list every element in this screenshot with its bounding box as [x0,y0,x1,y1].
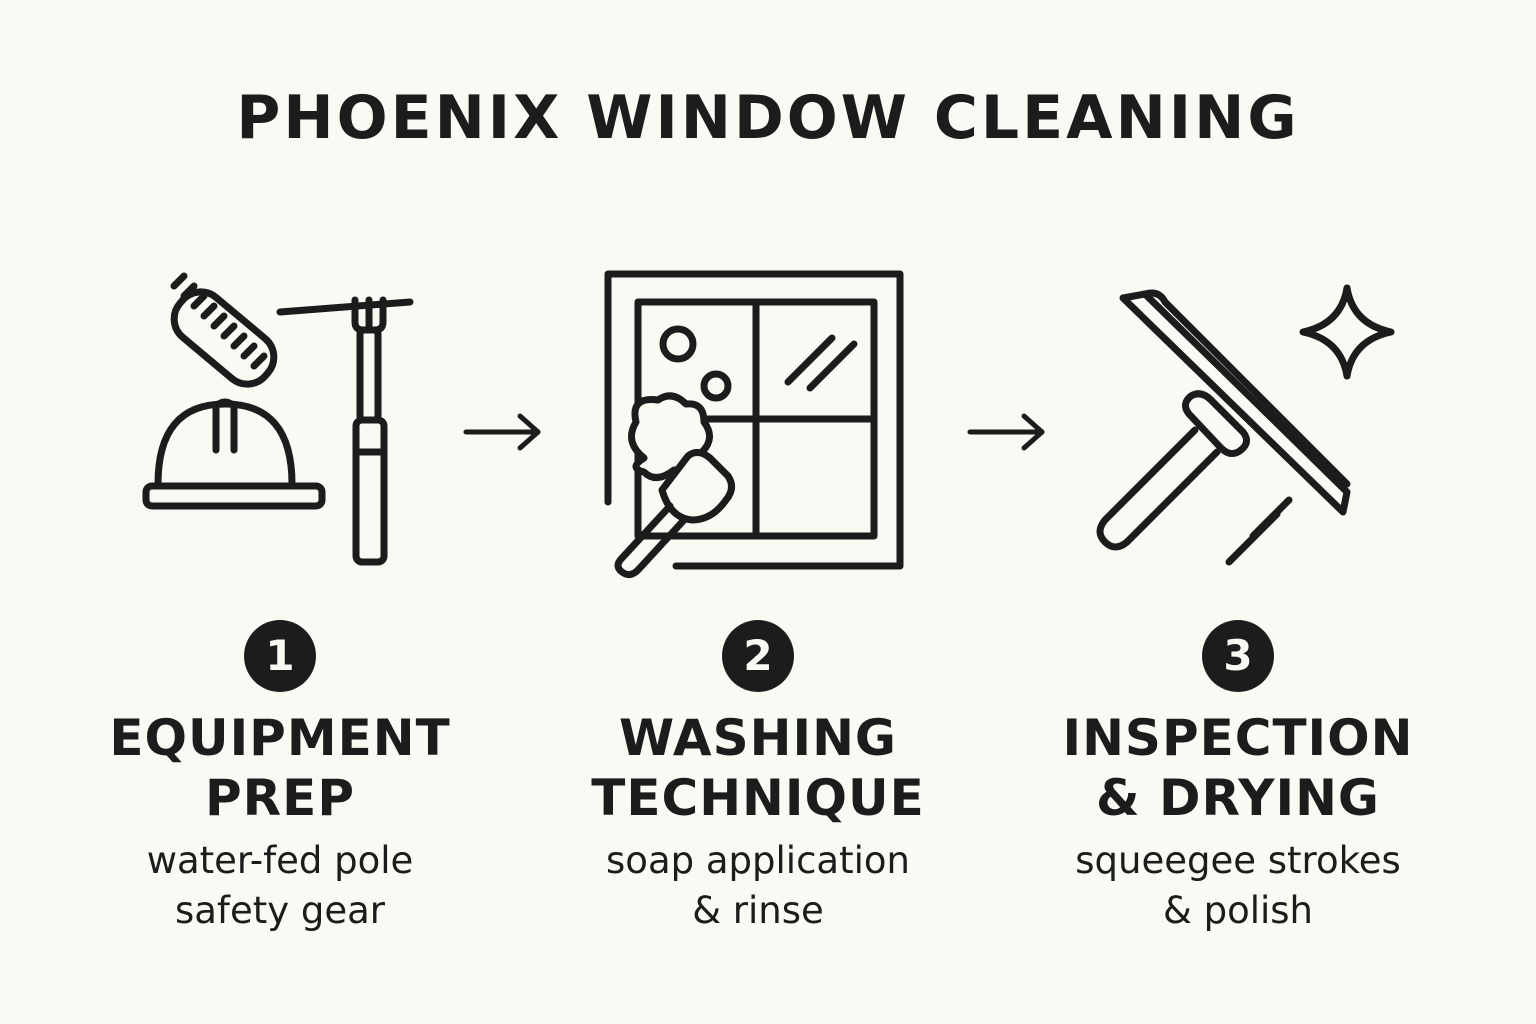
sparkle-icon [1299,284,1395,380]
squeegee-icon [1096,284,1395,566]
step-3: 3 INSPECTION & DRYING squeegee strokes &… [1028,620,1448,936]
step-subtitle-line1: squeegee strokes [1075,839,1401,882]
window-washing-icon [604,270,904,579]
step-number-badge: 1 [244,620,316,692]
step-subtitle-line2: & polish [1162,889,1314,932]
step-title-line2: PREP [205,769,355,827]
step-number-badge: 3 [1202,620,1274,692]
equipment-icon [142,272,414,566]
step-subtitle-line2: & rinse [692,889,824,932]
step-subtitle-line1: water-fed pole [146,839,414,882]
step-2: 2 WASHING TECHNIQUE soap application & r… [548,620,968,936]
step-title-line1: EQUIPMENT [109,709,451,767]
squeegee-blade-icon [1119,289,1351,516]
hard-hat-icon [142,398,326,510]
step-1: 1 EQUIPMENT PREP water-fed pole safety g… [70,620,490,936]
arrow-right-icon [463,413,541,451]
page-title: PHOENIX WINDOW CLEANING [236,83,1300,153]
step-title-line1: WASHING [619,709,897,767]
arrow-right-icon [967,413,1045,451]
step-title-line2: TECHNIQUE [591,769,925,827]
step-subtitle-line2: safety gear [174,889,386,932]
step-title-line1: INSPECTION [1062,709,1414,767]
step-subtitle-line1: soap application [606,839,910,882]
step-title-line2: & DRYING [1096,769,1380,827]
brush-icon [170,272,414,388]
step-number-badge: 2 [722,620,794,692]
water-fed-pole-icon [351,296,388,566]
